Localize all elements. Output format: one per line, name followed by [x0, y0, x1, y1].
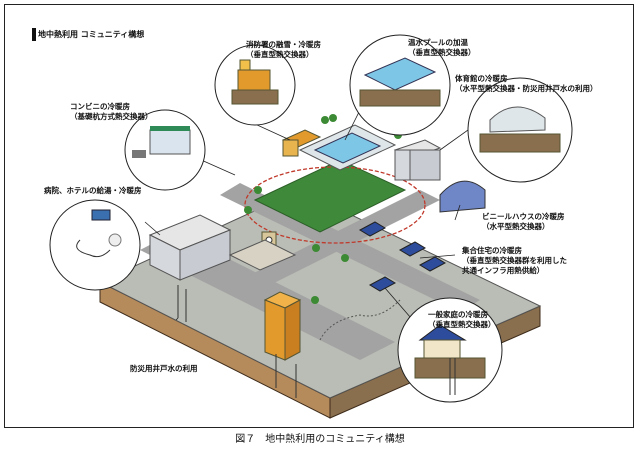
pool-building: [298, 124, 397, 171]
apartment-callout-line: 共通インフラ用熱供給）: [462, 266, 545, 275]
greenhouse: [439, 180, 486, 213]
gym-building: [393, 139, 442, 181]
convenience-store-callout-line: （基礎杭方式熱交換器）: [70, 112, 153, 121]
gym-callout-line: （水平型熱交換器・防災用井戸水の利用）: [455, 84, 598, 93]
pool-pictogram: [359, 57, 441, 107]
fire-station-building: [281, 129, 322, 157]
pool-callout-line: （垂直型熱交換器）: [408, 48, 476, 57]
hospital-hotel-callout-line: 病院、ホテルの給湯・冷暖房: [44, 186, 142, 195]
greenhouse-callout-line: ビニールハウスの冷暖房: [482, 212, 565, 221]
apartment-callout-line: 集合住宅の冷暖房: [462, 246, 522, 255]
apartment-tower: [263, 291, 302, 361]
house-callout-label: 一般家庭の冷暖房 （垂直型熱交換器）: [428, 310, 496, 330]
gym-callout-line: 体育館の冷暖房: [455, 74, 508, 83]
apartment-callout-label: 集合住宅の冷暖房 （垂直型熱交換器群を利用した 共通インフラ用熱供給）: [462, 246, 567, 276]
hospital-building: [148, 214, 232, 281]
house-callout-line: （垂直型熱交換器）: [428, 320, 496, 329]
town-buildings: [228, 231, 297, 271]
disaster-well-callout-line: 防災用井戸水の利用: [130, 364, 198, 373]
fire-station-pictogram: [231, 59, 279, 105]
figure-caption: 図７ 地中熱利用のコミュニティ構想: [235, 434, 405, 445]
hospital-callout-circle: [49, 199, 141, 291]
convenience-store-callout-label: コンビニの冷暖房 （基礎杭方式熱交換器）: [70, 102, 153, 122]
hospital-hotel-callout-label: 病院、ホテルの給湯・冷暖房: [44, 186, 142, 196]
figure-title: 地中熱利用 コミュニティ構想: [32, 28, 149, 41]
ground-heat-exchanger-pipes: [177, 285, 401, 398]
disaster-well-callout-label: 防災用井戸水の利用: [130, 364, 198, 374]
callout-lines: [144, 109, 476, 341]
greenhouse-callout-line: （水平型熱交換器）: [482, 222, 550, 231]
convenience-store-callout-line: コンビニの冷暖房: [70, 102, 130, 111]
greenhouse-callout-label: ビニールハウスの冷暖房 （水平型熱交換器）: [482, 212, 565, 232]
house-pictogram: [414, 324, 486, 395]
apartment-callout-line: （垂直型熱交換器群を利用した: [462, 256, 567, 265]
house-callout-line: 一般家庭の冷暖房: [428, 310, 488, 319]
pool-callout-label: 温水プールの加温 （垂直型熱交換器）: [408, 38, 476, 58]
fire-station-callout-line: （垂直型熱交換器）: [246, 50, 314, 59]
gym-pictogram: [479, 106, 561, 153]
fire-station-callout-line: 消防署の融雪・冷暖房: [246, 40, 321, 49]
fire-station-callout-label: 消防署の融雪・冷暖房 （垂直型熱交換器）: [246, 40, 321, 60]
houses: [358, 221, 447, 292]
pool-callout-line: 温水プールの加温: [408, 38, 468, 47]
gym-callout-label: 体育館の冷暖房 （水平型熱交換器・防災用井戸水の利用）: [455, 74, 598, 94]
hospital-pictogram: [76, 209, 122, 258]
convenience-store-pictogram: [132, 126, 191, 158]
